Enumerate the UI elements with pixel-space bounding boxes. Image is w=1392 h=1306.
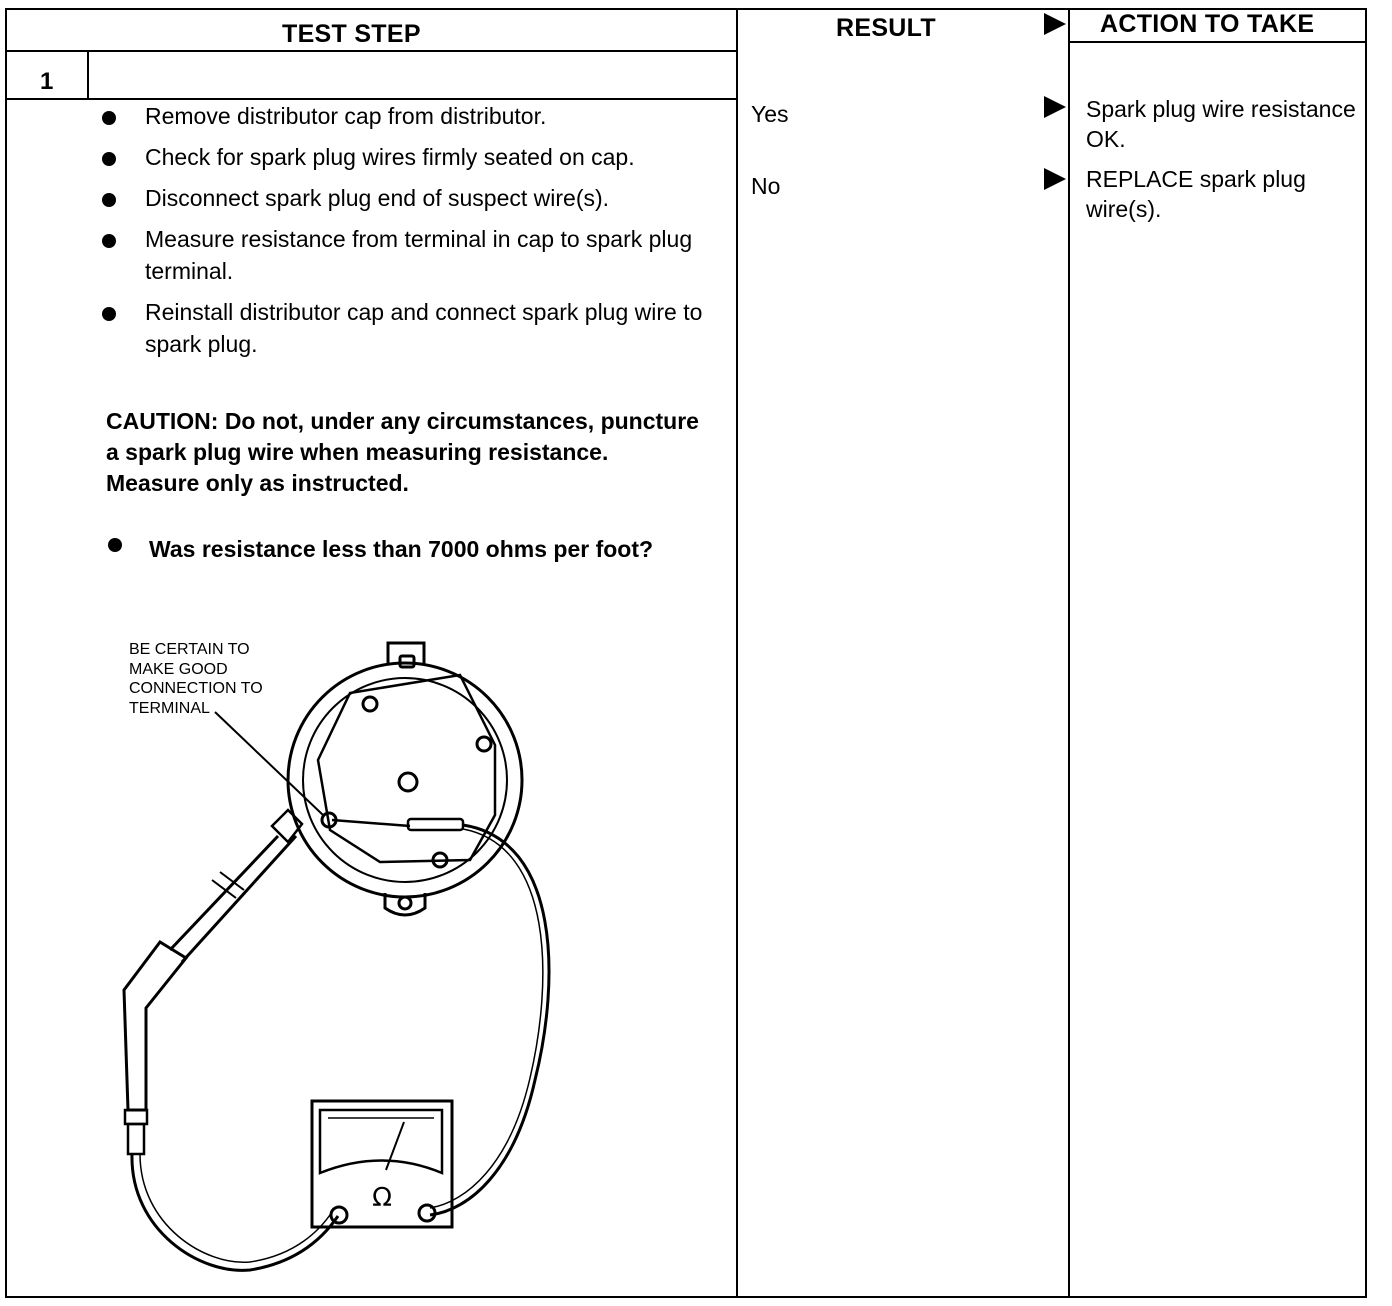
caution-note: CAUTION: Do not, under any circumstances… (106, 408, 699, 496)
cap-bottom-ear-hole (397, 895, 413, 911)
step-number: 1 (40, 68, 54, 95)
result-no: No (751, 173, 781, 199)
column-divider-result (736, 8, 738, 1298)
wire-boot-plug-end (122, 940, 189, 1112)
list-item: Disconnect spark plug end of suspect wir… (100, 182, 710, 214)
step-number-divider (5, 98, 737, 100)
step-number-cell-divider (87, 52, 89, 98)
result-yes: Yes (751, 101, 789, 127)
cap-top-ear-slot (398, 654, 416, 669)
column-divider-action (1068, 8, 1070, 1298)
question-item: Was resistance less than 7000 ohms per f… (106, 524, 706, 574)
list-item: Measure resistance from terminal in cap … (100, 223, 710, 287)
list-item: Reinstall distributor cap and connect sp… (100, 296, 710, 360)
header-divider-action (1069, 41, 1367, 43)
meter-lead-left (130, 1153, 340, 1272)
ohmmeter-needle (385, 1121, 405, 1171)
probe-tip (331, 818, 411, 828)
action-yes: Spark plug wire resistance OK. (1086, 96, 1356, 152)
probe-body (406, 817, 465, 832)
cap-top-ear (386, 641, 426, 665)
bullet-icon (108, 538, 122, 552)
header-action-to-take: ACTION TO TAKE (1100, 10, 1315, 38)
result-arrow-icon (1044, 96, 1066, 118)
diagnostic-table (5, 8, 1367, 1298)
header-arrow-icon (1044, 13, 1066, 35)
bullet-icon (102, 234, 116, 248)
ohmmeter-jack-right (417, 1203, 437, 1223)
cap-terminal (361, 695, 379, 713)
cap-center-terminal (397, 771, 419, 793)
illustration-callout: BE CERTAIN TO MAKE GOOD CONNECTION TO TE… (129, 641, 263, 717)
header-result: RESULT (836, 14, 936, 42)
cap-terminal (431, 851, 449, 869)
bullet-icon (102, 111, 116, 125)
bullet-icon (102, 193, 116, 207)
list-item: Check for spark plug wires firmly seated… (100, 141, 710, 173)
ohm-symbol-icon: Ω (372, 1183, 392, 1213)
cap-inner-plate (316, 673, 497, 864)
spark-plug-wire (168, 834, 280, 952)
header-test-step: TEST STEP (282, 20, 421, 48)
meter-lead-right (429, 823, 551, 1217)
header-divider (5, 50, 737, 52)
list-item: Remove distributor cap from distributor. (100, 100, 710, 132)
cap-bottom-ear (383, 893, 427, 917)
ohmmeter-jack-left (329, 1205, 349, 1225)
wire-break-mark (211, 879, 237, 899)
test-step-list: Remove distributor cap from distributor.… (100, 100, 710, 369)
plug-terminal-connector (123, 1108, 149, 1126)
cap-inner-ring (302, 677, 508, 883)
wire-boot-cap-end (270, 808, 304, 844)
ohmmeter-dial (318, 1108, 444, 1175)
ohmmeter-body (310, 1099, 454, 1229)
bullet-icon (102, 307, 116, 321)
cap-terminal (475, 735, 493, 753)
action-no: REPLACE spark plug wire(s). (1086, 166, 1306, 222)
bullet-icon (102, 152, 116, 166)
callout-leader-line (214, 711, 324, 816)
result-arrow-icon (1044, 168, 1066, 190)
